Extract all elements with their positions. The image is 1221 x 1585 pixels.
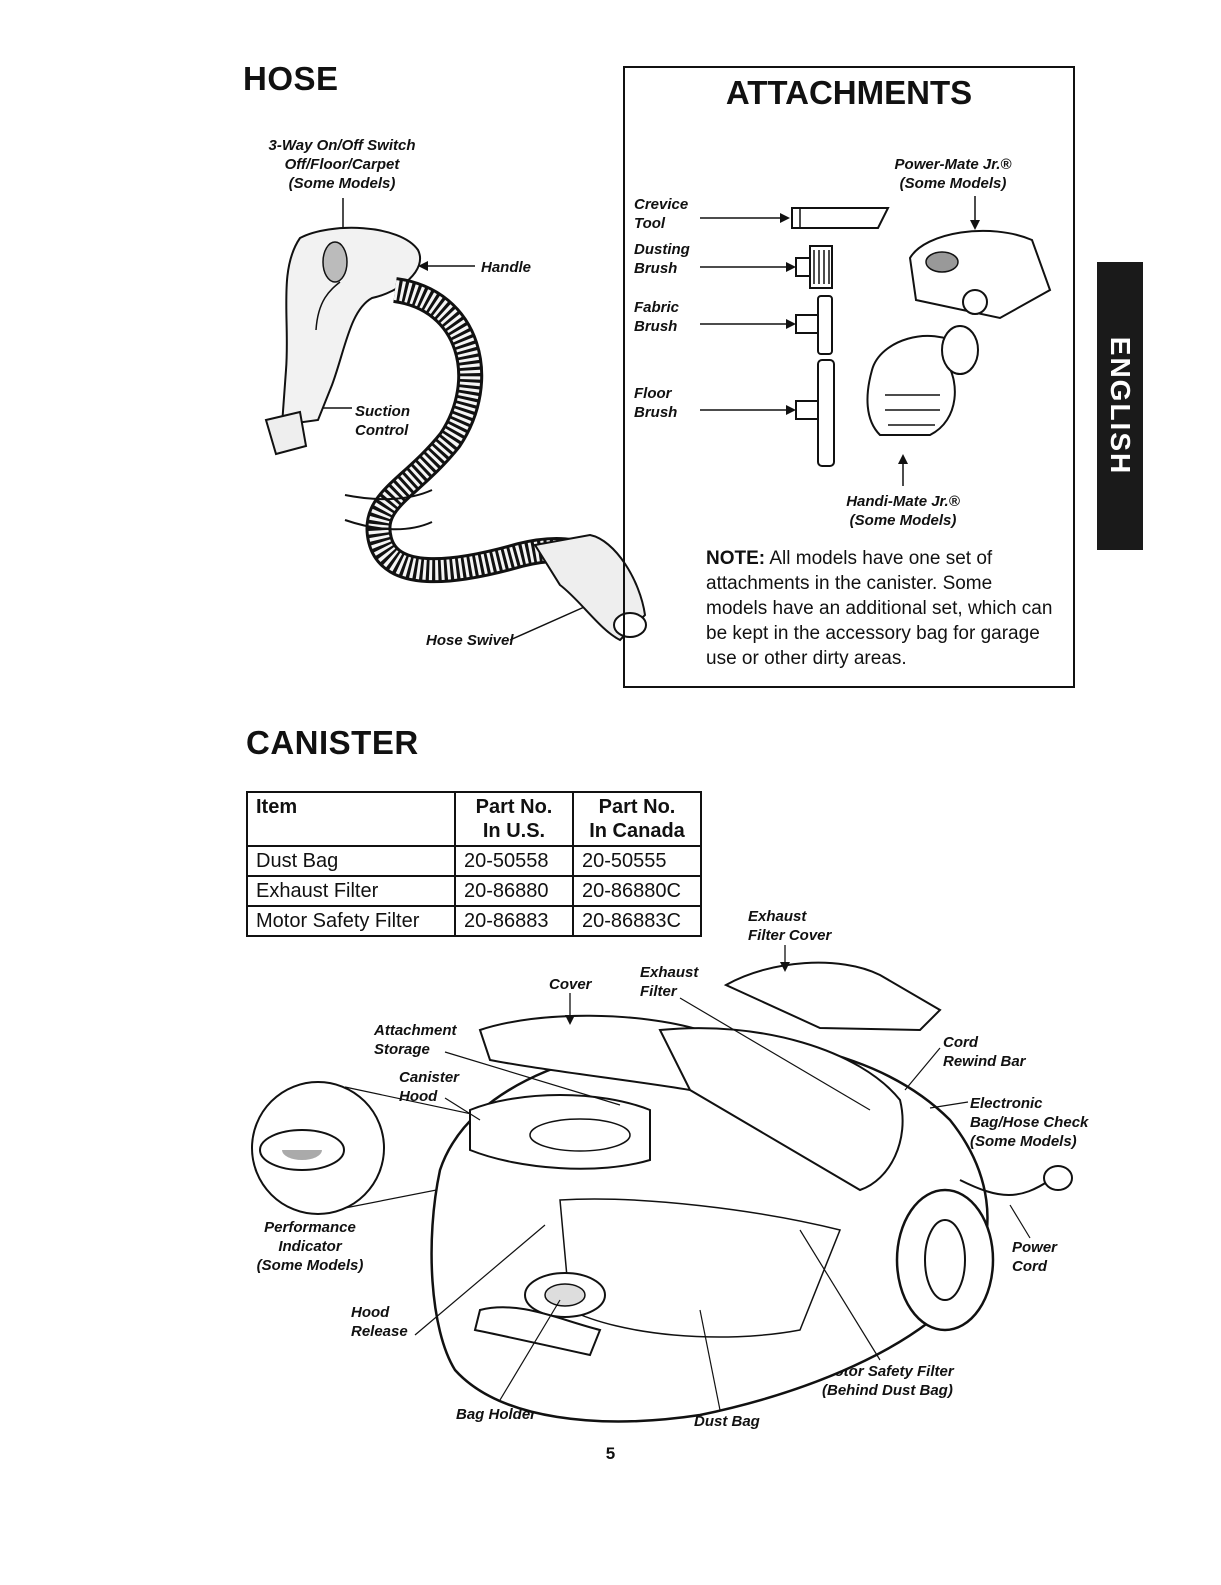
power-cord-label: Power Cord [1012,1239,1058,1275]
handi-mate-label: Handi-Mate Jr.® (Some Models) [846,493,960,529]
cell-item: Dust Bag [246,845,456,877]
cell-item: Motor Safety Filter [246,905,456,937]
cell-item: Exhaust Filter [246,875,456,907]
motor-safety-filter-label: Motor Safety Filter (Behind Dust Bag) [822,1363,954,1399]
cord-rewind-label: Cord Rewind Bar [943,1034,1026,1070]
cell-part-canada: 20-86880C [572,875,702,907]
header-part-us: Part No.In U.S. [454,791,574,847]
cell-part-us: 20-86880 [454,875,574,907]
crevice-tool-label: Crevice Tool [634,196,689,232]
power-mate-label: Power-Mate Jr.® (Some Models) [894,156,1012,192]
parts-table: Item Part No.In U.S. Part No.In Canada D… [246,791,702,937]
cover-label: Cover [549,976,592,993]
header-item: Item [246,791,456,847]
canister-heading: CANISTER [246,724,419,761]
table-row: Exhaust Filter 20-86880 20-86880C [246,875,702,907]
suction-control-label: Suction Control [355,403,410,439]
attachments-heading: ATTACHMENTS [725,74,973,111]
attachments-panel [623,66,1075,688]
page-number: 5 [605,1444,616,1463]
floor-brush-label: Floor Brush [634,385,678,421]
bag-holder-label: Bag Holder [456,1406,537,1423]
hose-heading: HOSE [243,60,339,97]
canister-hood-label: Canister Hood [399,1069,460,1105]
header-part-canada: Part No.In Canada [572,791,702,847]
cell-part-canada: 20-86883C [572,905,702,937]
dusting-brush-label: Dusting Brush [634,241,690,277]
hose-swivel-label: Hose Swivel [426,632,514,649]
cell-part-us: 20-86883 [454,905,574,937]
electronic-check-label: Electronic Bag/Hose Check (Some Models) [970,1095,1089,1150]
hood-release-label: Hood Release [351,1304,408,1340]
dust-bag-label: Dust Bag [694,1413,760,1430]
exhaust-filter-cover-label: Exhaust Filter Cover [748,908,832,944]
attachments-note: NOTE: All models have one set of attachm… [706,548,1053,669]
performance-indicator-label: Performance Indicator (Some Models) [256,1219,364,1274]
exhaust-filter-label: Exhaust Filter [640,964,699,1000]
cell-part-us: 20-50558 [454,845,574,877]
fabric-brush-label: Fabric Brush [634,299,680,335]
handle-label: Handle [481,259,532,276]
language-tab-label: ENGLISH [1105,336,1136,476]
table-row: Motor Safety Filter 20-86883 20-86883C [246,905,702,937]
parts-table-header: Item Part No.In U.S. Part No.In Canada [246,791,702,847]
cell-part-canada: 20-50555 [572,845,702,877]
table-row: Dust Bag 20-50558 20-50555 [246,845,702,877]
attachment-storage-label: Attachment Storage [374,1022,457,1058]
switch-label: 3-Way On/Off Switch Off/Floor/Carpet (So… [268,137,416,192]
language-tab: ENGLISH [1097,262,1143,550]
